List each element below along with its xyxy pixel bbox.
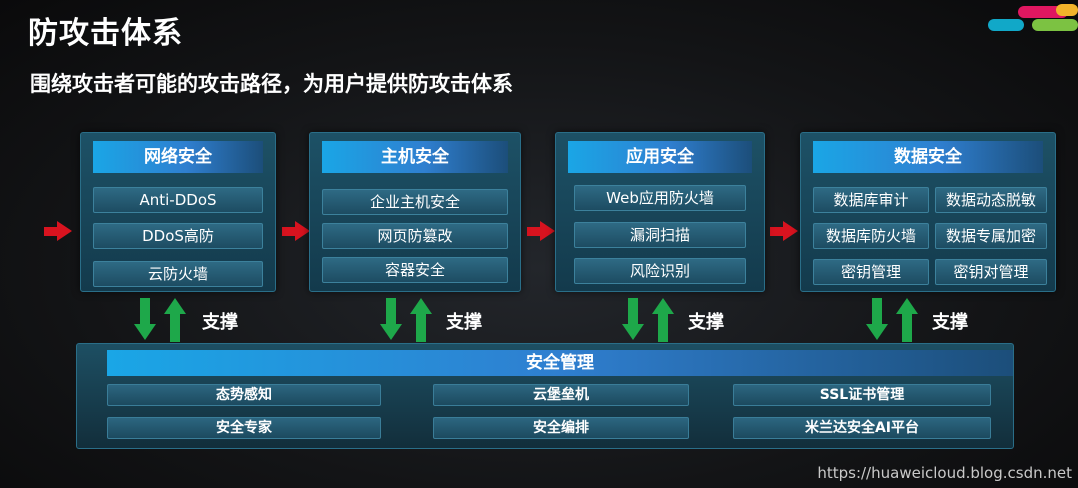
box-item[interactable]: Anti-DDoS [93,187,263,213]
box-item[interactable]: 密钥管理 [813,259,929,285]
box-item[interactable]: 云防火墙 [93,261,263,287]
support-arrows-icon [134,298,194,342]
page-subtitle: 围绕攻击者可能的攻击路径，为用户提供防攻击体系 [30,72,513,96]
network-security-box: 网络安全 Anti-DDoS DDoS高防 云防火墙 [80,132,276,292]
management-item[interactable]: 云堡垒机 [433,384,689,406]
data-security-box: 数据安全 数据库审计 数据动态脱敏 数据库防火墙 数据专属加密 密钥管理 密钥对… [800,132,1056,292]
flow-arrow-icon [44,221,72,241]
support-label: 支撑 [202,312,238,333]
management-item[interactable]: SSL证书管理 [733,384,991,406]
box-item[interactable]: Web应用防火墙 [574,185,746,211]
box-item[interactable]: 数据动态脱敏 [935,187,1047,213]
support-arrows-icon [380,298,440,342]
support-arrows-icon [622,298,682,342]
application-security-box: 应用安全 Web应用防火墙 漏洞扫描 风险识别 [555,132,765,292]
watermark-url: https://huaweicloud.blog.csdn.net [817,464,1072,482]
flow-arrow-icon [770,221,798,241]
host-security-box: 主机安全 企业主机安全 网页防篡改 容器安全 [309,132,521,292]
support-label: 支撑 [688,312,724,333]
box-item[interactable]: 容器安全 [322,257,508,283]
box-item[interactable]: 数据库防火墙 [813,223,929,249]
management-item[interactable]: 安全专家 [107,417,381,439]
box-item[interactable]: 密钥对管理 [935,259,1047,285]
box-header: 应用安全 [568,141,752,173]
box-item[interactable]: 数据专属加密 [935,223,1047,249]
management-header: 安全管理 [107,350,1013,376]
box-item[interactable]: 网页防篡改 [322,223,508,249]
box-item[interactable]: 漏洞扫描 [574,222,746,248]
box-header: 网络安全 [93,141,263,173]
box-item[interactable]: 风险识别 [574,258,746,284]
management-item[interactable]: 米兰达安全AI平台 [733,417,991,439]
box-header: 数据安全 [813,141,1043,173]
page-title: 防攻击体系 [28,16,183,51]
management-item[interactable]: 安全编排 [433,417,689,439]
support-label: 支撑 [932,312,968,333]
management-item[interactable]: 态势感知 [107,384,381,406]
support-label: 支撑 [446,312,482,333]
box-item[interactable]: 数据库审计 [813,187,929,213]
flow-arrow-icon [527,221,555,241]
security-management-box: 安全管理 态势感知 云堡垒机 SSL证书管理 安全专家 安全编排 米兰达安全AI… [76,343,1014,449]
brand-stripes-logo [928,0,1078,40]
support-arrows-icon [866,298,926,342]
box-item[interactable]: DDoS高防 [93,223,263,249]
flow-arrow-icon [282,221,310,241]
box-header: 主机安全 [322,141,508,173]
box-item[interactable]: 企业主机安全 [322,189,508,215]
